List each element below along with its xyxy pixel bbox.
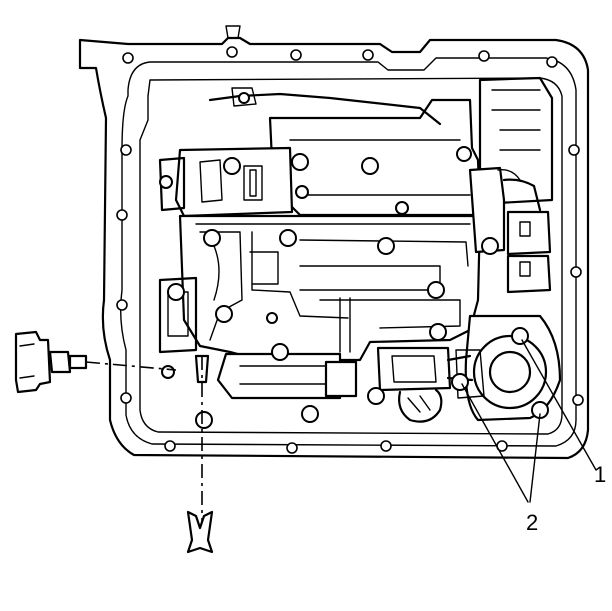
bolt [161, 365, 175, 379]
bolt [429, 323, 447, 341]
flange-hole [286, 442, 298, 454]
bolt [456, 146, 472, 162]
bolt [367, 387, 385, 405]
bolt [215, 305, 233, 323]
flange-bolt-holes [116, 46, 584, 454]
leader-line-2a [461, 383, 529, 503]
flange-hole [478, 50, 490, 62]
flange-hole [380, 440, 392, 452]
flange-hole [120, 144, 132, 156]
bolt [377, 237, 395, 255]
bolt [427, 281, 445, 299]
leader-line-2b [529, 413, 541, 503]
main-valve-body [158, 214, 482, 400]
bolt [361, 157, 379, 175]
bolt [167, 283, 185, 301]
callout-label-2: 2 [526, 510, 538, 535]
flange-hole [116, 209, 128, 221]
flange-hole [572, 394, 584, 406]
transmission-case [78, 25, 590, 460]
flange-hole [290, 49, 302, 61]
bolt [301, 405, 319, 423]
external-sensor [14, 330, 177, 394]
alignment-line [85, 361, 177, 371]
flange-hole [362, 49, 374, 61]
bolt [271, 343, 289, 361]
flange-hole [568, 144, 580, 156]
bolt [266, 312, 278, 324]
flange-hole [120, 392, 132, 404]
accumulator-assembly [455, 166, 562, 422]
bolt [295, 185, 309, 199]
flange-hole [226, 46, 238, 58]
flange-hole [546, 56, 558, 68]
solenoid-assembly [376, 346, 474, 423]
bolt [481, 237, 499, 255]
bolt [291, 153, 309, 171]
flange-hole [116, 299, 128, 311]
leader-line-1 [521, 339, 597, 471]
retaining-clip [186, 354, 214, 554]
bolt [511, 327, 529, 345]
flange-hole [122, 52, 134, 64]
bolt [195, 411, 213, 429]
flange-hole [570, 266, 582, 278]
bolt [451, 373, 469, 391]
bolt [203, 229, 221, 247]
bolt [395, 201, 409, 215]
upper-valve-body [158, 76, 554, 218]
flange-hole [164, 440, 176, 452]
bolt [223, 157, 241, 175]
bolt [279, 229, 297, 247]
bolt [159, 175, 173, 189]
callout-label-1: 1 [594, 462, 606, 487]
leader-lines [461, 339, 597, 503]
